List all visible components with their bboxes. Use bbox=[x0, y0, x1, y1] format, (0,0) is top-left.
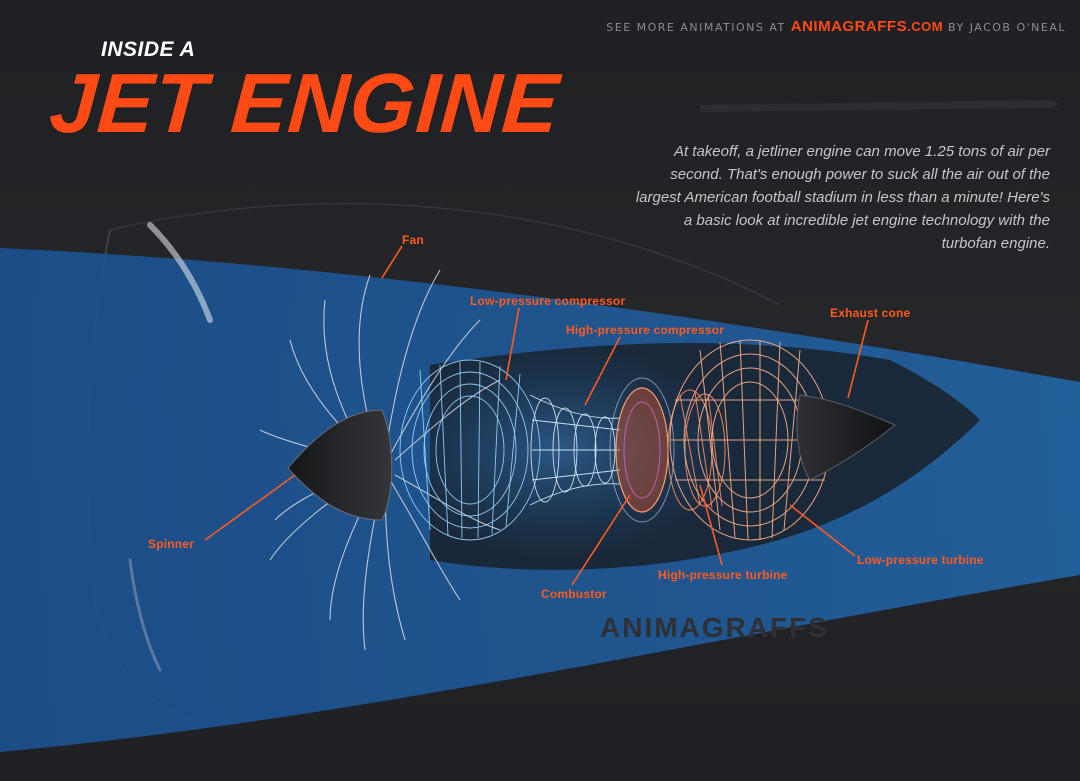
exhaust-cone bbox=[796, 394, 896, 481]
leader-fan bbox=[381, 245, 403, 279]
label-high-pressure-compressor: High-pressure compressor bbox=[566, 323, 725, 337]
label-spinner: Spinner bbox=[148, 537, 195, 551]
spinner-cone bbox=[287, 409, 393, 521]
leader-spinner bbox=[204, 474, 296, 541]
leader-combustor bbox=[571, 494, 631, 586]
combustor bbox=[609, 377, 675, 523]
label-low-pressure-compressor: Low-pressure compressor bbox=[470, 294, 626, 308]
nacelle-top-edge bbox=[109, 202, 781, 306]
leader-low-pressure-turbine bbox=[789, 504, 856, 557]
brand-logo: ANIMAGRAFFS.COM bbox=[790, 18, 944, 35]
title-kicker: INSIDE A bbox=[101, 38, 196, 61]
label-fan: Fan bbox=[402, 233, 424, 247]
leader-low-pressure-compressor bbox=[505, 307, 520, 381]
intro-paragraph: At takeoff, a jetliner engine can move 1… bbox=[635, 143, 1050, 252]
credit-author: BY JACOB O'NEAL bbox=[948, 21, 1066, 34]
label-high-pressure-turbine: High-pressure turbine bbox=[658, 568, 788, 582]
watermark: ANIMAGRAFFS bbox=[600, 612, 829, 643]
credit-line: SEE MORE ANIMATIONS AT ANIMAGRAFFS.COM B… bbox=[606, 18, 1066, 35]
leader-high-pressure-turbine bbox=[699, 484, 723, 566]
label-low-pressure-turbine: Low-pressure turbine bbox=[857, 553, 984, 567]
inlet-highlight bbox=[147, 222, 213, 323]
leader-exhaust-cone bbox=[847, 319, 869, 399]
inlet-highlight-lower bbox=[128, 558, 162, 672]
high-pressure-compressor bbox=[529, 394, 621, 506]
label-combustor: Combustor bbox=[541, 587, 607, 601]
label-exhaust-cone: Exhaust cone bbox=[830, 306, 911, 320]
leader-high-pressure-compressor bbox=[584, 336, 621, 406]
credit-prefix: SEE MORE ANIMATIONS AT bbox=[606, 21, 786, 34]
page-title: JET ENGINE bbox=[46, 56, 563, 150]
wing-silhouette bbox=[700, 100, 1060, 112]
callout-leaders bbox=[204, 245, 869, 586]
